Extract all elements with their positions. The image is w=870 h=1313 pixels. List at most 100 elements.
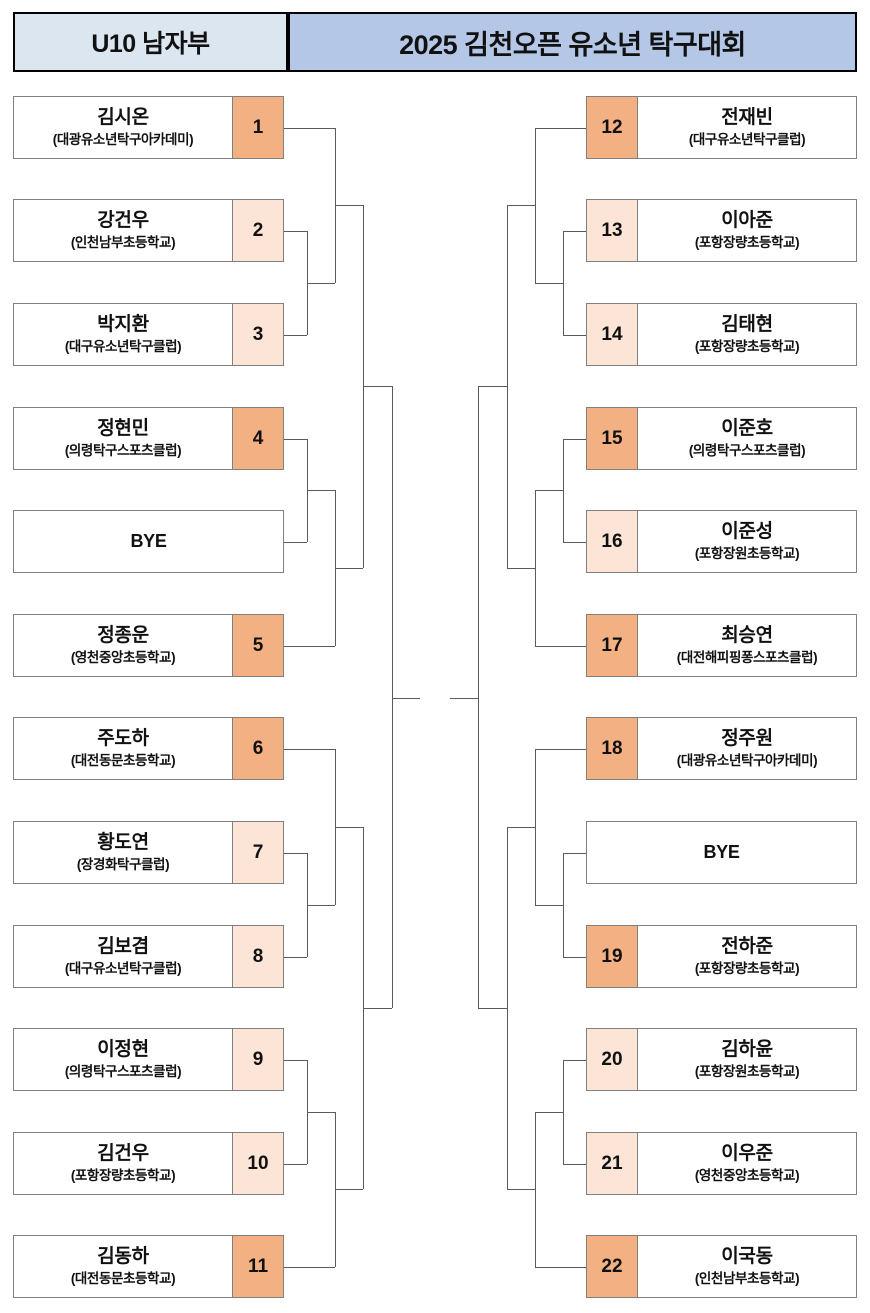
seed-number: 6 — [232, 718, 283, 779]
connector-line — [563, 438, 564, 542]
player-club: (의령탁구스포츠클럽) — [688, 442, 806, 458]
seed-number: 4 — [232, 408, 283, 469]
player-name: 이아준 — [721, 209, 773, 231]
player-club: (영천중앙초등학교) — [694, 1167, 800, 1183]
connector-line — [284, 852, 307, 854]
connector-line — [450, 698, 478, 699]
connector-line — [563, 230, 564, 335]
connector-line — [284, 230, 307, 232]
seed-number: 21 — [587, 1133, 638, 1194]
bracket-slot[interactable]: 정종운(영천중앙초등학교)5 — [13, 614, 284, 677]
bracket-slot[interactable]: 김건우(포항장량초등학교)10 — [13, 1132, 284, 1195]
player-club: (대구유소년탁구클럽) — [64, 960, 182, 976]
player-name: 김동하 — [97, 1245, 149, 1267]
connector-line — [507, 826, 535, 828]
seed-number: 5 — [232, 615, 283, 676]
bracket-slot[interactable]: 17 최승연 (대전해피핑퐁스포츠클럽) — [586, 614, 857, 677]
connector-line — [284, 541, 307, 543]
seed-number: 15 — [587, 408, 638, 469]
player-club: (대구유소년탁구클럽) — [64, 338, 182, 354]
connector-line — [478, 386, 507, 388]
player-club: (포항장량초등학교) — [694, 338, 800, 354]
player-info: 김하윤 (포항장원초등학교) — [638, 1029, 856, 1090]
player-info: BYE — [587, 822, 856, 883]
connector-line — [563, 541, 586, 543]
connector-line — [307, 904, 335, 906]
bracket-slot[interactable]: 황도연(장경화탁구클럽)7 — [13, 821, 284, 884]
bracket-slot[interactable]: 박지환(대구유소년탁구클럽)3 — [13, 303, 284, 366]
connector-line — [284, 1266, 335, 1268]
connector-line — [284, 334, 307, 336]
player-info: 박지환(대구유소년탁구클럽) — [14, 304, 232, 365]
connector-line — [363, 386, 392, 388]
player-name: 김하윤 — [721, 1038, 773, 1060]
player-club: (영천중앙초등학교) — [70, 649, 176, 665]
player-name: 정주원 — [721, 727, 773, 749]
tournament-title: 2025 김천오픈 유소년 탁구대회 — [399, 29, 746, 60]
bracket-slot-bye[interactable]: BYE — [586, 821, 857, 884]
player-club: (포항장원초등학교) — [694, 1063, 800, 1079]
player-name: 최승연 — [721, 624, 773, 646]
bracket-slot[interactable]: 주도하(대전동문초등학교)6 — [13, 717, 284, 780]
connector-line — [507, 567, 535, 569]
bracket-slot[interactable]: 김시온(대광유소년탁구아카데미)1 — [13, 96, 284, 159]
connector-line — [563, 1059, 564, 1164]
connector-line — [535, 1111, 536, 1267]
bye-label: BYE — [703, 842, 740, 863]
connector-line — [284, 438, 307, 440]
player-info: 정현민(의령탁구스포츠클럽) — [14, 408, 232, 469]
player-info: 이우준 (영천중앙초등학교) — [638, 1133, 856, 1194]
seed-number: 9 — [232, 1029, 283, 1090]
seed-number: 18 — [587, 718, 638, 779]
seed-number: 11 — [232, 1236, 283, 1297]
connector-line — [307, 1111, 335, 1113]
bracket-slot[interactable]: 21 이우준 (영천중앙초등학교) — [586, 1132, 857, 1195]
seed-number: 22 — [587, 1236, 638, 1297]
connector-line — [478, 386, 479, 1008]
bracket-slot[interactable]: 김보겸(대구유소년탁구클럽)8 — [13, 925, 284, 988]
player-info: 전하준(포항장량초등학교) — [638, 926, 856, 987]
player-name: 이우준 — [721, 1142, 773, 1164]
seed-number: 7 — [232, 822, 283, 883]
connector-line — [284, 1163, 307, 1165]
player-info: 정주원(대광유소년탁구아카데미) — [638, 718, 856, 779]
player-info: 이국동(인천남부초등학교) — [638, 1236, 856, 1297]
player-club: (포항장량초등학교) — [694, 960, 800, 976]
connector-line — [284, 645, 335, 647]
connector-line — [535, 127, 536, 283]
tournament-header: 2025 김천오픈 유소년 탁구대회 — [288, 12, 857, 72]
player-name: 김시온 — [97, 106, 149, 128]
player-club: (의령탁구스포츠클럽) — [64, 1063, 182, 1079]
connector-line — [563, 230, 586, 232]
connector-line — [563, 438, 586, 440]
connector-line — [563, 1059, 586, 1061]
connector-line — [284, 127, 335, 129]
bracket-slot-bye[interactable]: BYE — [13, 510, 284, 573]
player-club: (인천남부초등학교) — [70, 234, 176, 250]
connector-line — [535, 1111, 563, 1113]
player-club: (인천남부초등학교) — [694, 1270, 800, 1286]
player-club: (대전해피핑퐁스포츠클럽) — [676, 649, 818, 665]
bracket-slot[interactable]: 정현민(의령탁구스포츠클럽)4 — [13, 407, 284, 470]
player-info: 주도하(대전동문초등학교) — [14, 718, 232, 779]
player-name: 이준성 — [721, 520, 773, 542]
connector-line — [284, 748, 335, 750]
player-info: BYE — [14, 511, 283, 572]
connector-line — [335, 1189, 363, 1190]
connector-line — [535, 490, 536, 646]
bracket-slot[interactable]: 이정현(의령탁구스포츠클럽)9 — [13, 1028, 284, 1091]
bracket-slot[interactable]: 강건우(인천남부초등학교)2 — [13, 199, 284, 262]
seed-number: 17 — [587, 615, 638, 676]
division-label: U10 남자부 — [91, 30, 210, 58]
connector-line — [535, 748, 536, 905]
bracket-slot[interactable]: 김동하(대전동문초등학교)11 — [13, 1235, 284, 1298]
